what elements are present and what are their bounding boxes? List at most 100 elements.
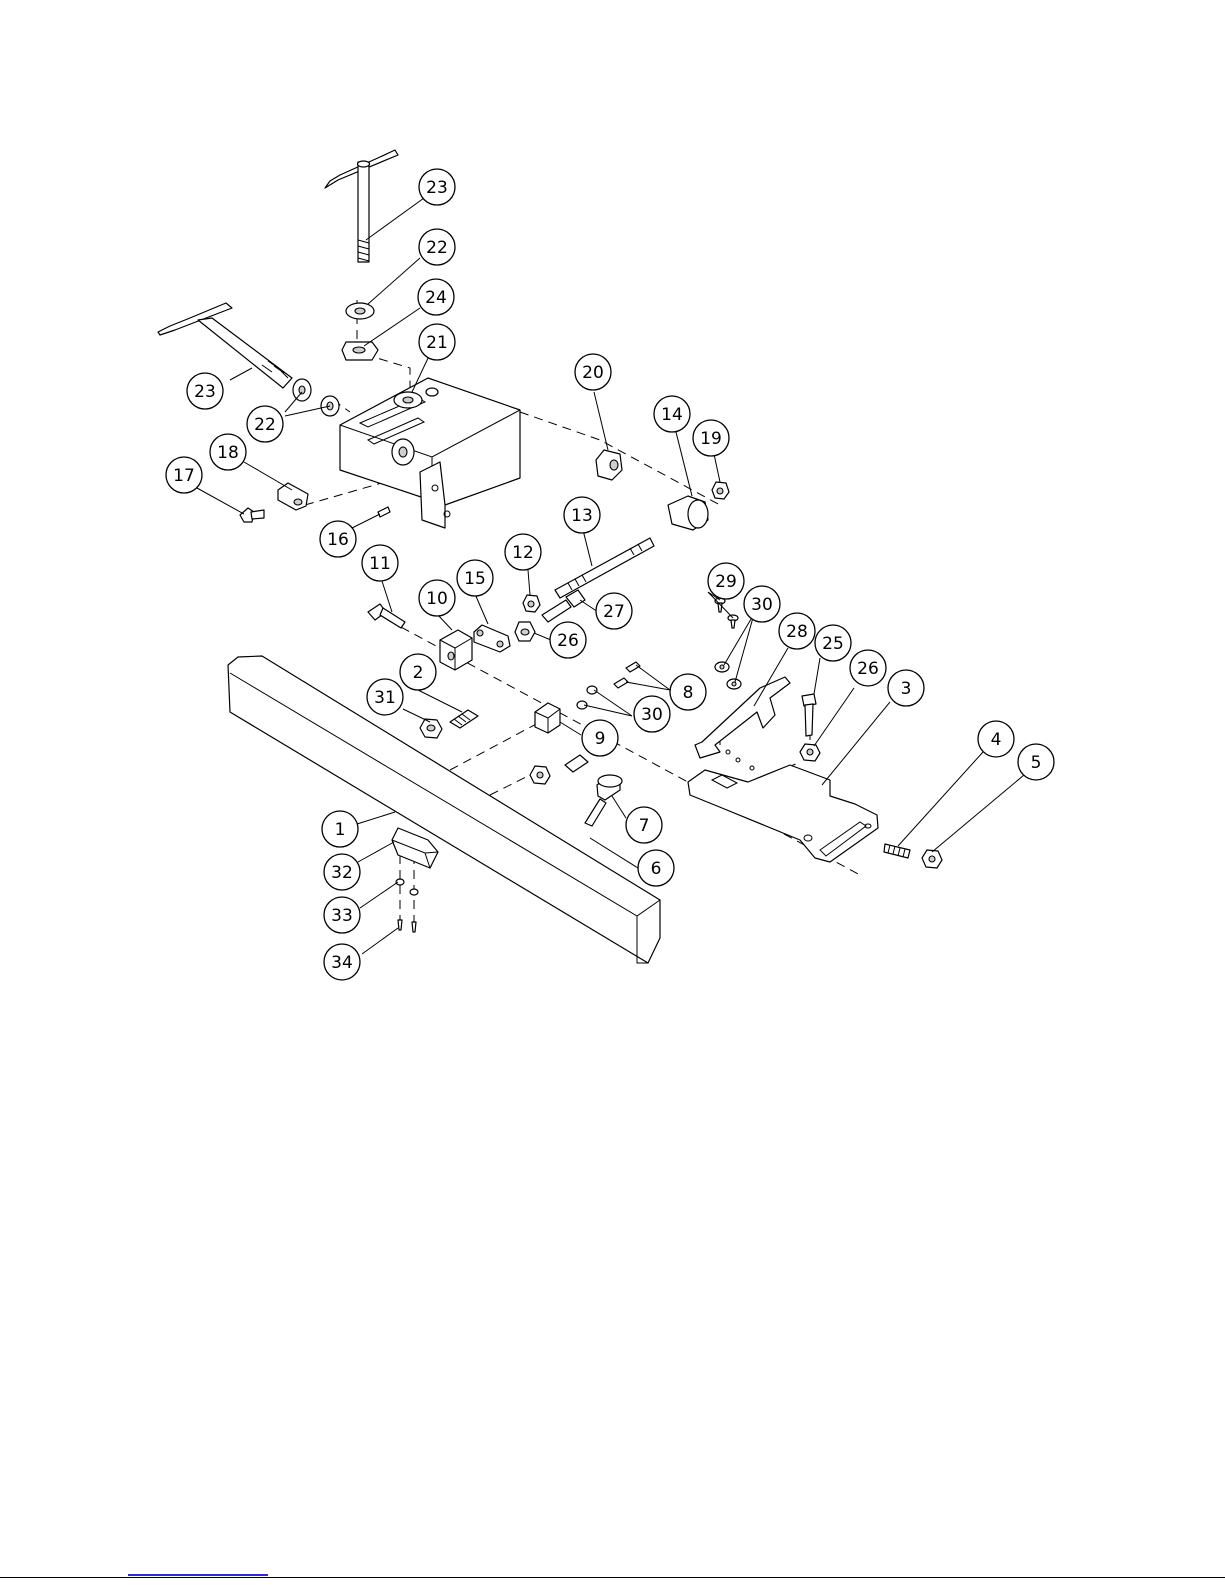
svg-text:30: 30 [751, 595, 773, 615]
callout-31: 31 [367, 679, 403, 715]
svg-text:34: 34 [331, 953, 353, 973]
link-plate-18 [278, 483, 308, 510]
callout-32: 32 [324, 854, 360, 890]
callout-10: 10 [419, 580, 455, 616]
footer-rule [0, 1577, 1225, 1578]
bushing-20 [596, 450, 622, 480]
nut-12 [523, 595, 540, 612]
svg-text:20: 20 [582, 363, 604, 383]
adjustment-rod-13 [555, 538, 654, 598]
svg-text:16: 16 [327, 530, 349, 550]
block-10 [440, 630, 472, 670]
svg-text:2: 2 [413, 663, 424, 683]
svg-text:27: 27 [603, 602, 625, 622]
svg-text:21: 21 [426, 333, 448, 353]
fence-housing-block [340, 378, 520, 528]
callout-8: 8 [670, 674, 706, 710]
callout-balloons: 23 22 24 21 23 22 20 14 [166, 169, 1054, 980]
callout-20: 20 [575, 354, 611, 390]
callout-21: 21 [419, 324, 455, 360]
callout-6: 6 [638, 850, 674, 886]
callout-1: 1 [322, 811, 358, 847]
callout-33: 33 [324, 897, 360, 933]
screw-17 [240, 508, 264, 522]
callout-23-left: 23 [187, 373, 223, 409]
nut-31 [420, 719, 442, 738]
svg-text:10: 10 [426, 589, 448, 609]
callout-17: 17 [166, 457, 202, 493]
svg-text:8: 8 [683, 683, 694, 703]
callout-5: 5 [1018, 744, 1054, 780]
slotted-nut-top [342, 342, 378, 360]
set-screw-16 [378, 507, 390, 517]
bolt-25 [802, 694, 816, 736]
nut-26-middle [515, 622, 535, 641]
svg-text:5: 5 [1031, 753, 1042, 773]
bolt-11 [368, 604, 405, 628]
svg-text:22: 22 [426, 238, 448, 258]
callout-23-top: 23 [419, 169, 455, 205]
svg-text:23: 23 [194, 382, 216, 402]
callout-22-left: 22 [247, 406, 283, 442]
callout-14: 14 [654, 396, 690, 432]
svg-text:3: 3 [901, 679, 912, 699]
callout-2: 2 [400, 654, 436, 690]
callout-24: 24 [418, 279, 454, 315]
callout-27: 27 [596, 593, 632, 629]
svg-text:11: 11 [369, 554, 391, 574]
washer-top [346, 303, 374, 319]
svg-text:28: 28 [786, 622, 808, 642]
svg-text:33: 33 [331, 906, 353, 926]
callout-18: 18 [210, 434, 246, 470]
svg-text:24: 24 [425, 288, 447, 308]
leader-lines [197, 198, 1024, 954]
callout-22-top: 22 [419, 229, 455, 265]
bracket-28 [695, 677, 790, 762]
svg-text:9: 9 [595, 729, 606, 749]
callout-13: 13 [564, 497, 600, 533]
callout-19: 19 [693, 420, 729, 456]
nut-5 [922, 850, 942, 868]
callout-3: 3 [888, 670, 924, 706]
callout-16: 16 [320, 521, 356, 557]
svg-text:26: 26 [857, 659, 879, 679]
mounting-plate-3 [688, 765, 878, 862]
threaded-stud-4 [884, 844, 910, 858]
callout-30-middle: 30 [634, 696, 670, 732]
svg-text:25: 25 [822, 634, 844, 654]
link-plate-15 [474, 625, 510, 652]
callout-15: 15 [457, 560, 493, 596]
t-handle-screw-horizontal [158, 303, 292, 388]
stud-2 [450, 710, 478, 728]
svg-text:4: 4 [991, 730, 1002, 750]
nut-26-right [800, 744, 820, 761]
callout-34: 34 [324, 944, 360, 980]
callout-29: 29 [708, 563, 744, 599]
svg-text:6: 6 [651, 859, 662, 879]
svg-text:7: 7 [639, 816, 650, 836]
svg-text:18: 18 [217, 443, 239, 463]
callout-11: 11 [362, 545, 398, 581]
handle-lever-6 [585, 799, 606, 826]
screws-34 [398, 920, 416, 932]
knob-14 [668, 496, 708, 530]
svg-text:12: 12 [512, 543, 534, 563]
callout-9: 9 [582, 720, 618, 756]
svg-text:22: 22 [254, 415, 276, 435]
nut-19 [712, 482, 729, 499]
guide-block-32 [392, 828, 438, 868]
svg-text:23: 23 [426, 178, 448, 198]
washer-pair-left [293, 379, 339, 416]
callout-12: 12 [505, 534, 541, 570]
block-9 [535, 703, 560, 733]
callout-7: 7 [626, 807, 662, 843]
svg-text:17: 17 [173, 466, 195, 486]
t-handle-screw-vertical [325, 150, 398, 262]
nut-lower [530, 766, 550, 784]
callout-4: 4 [978, 721, 1014, 757]
callout-30-right: 30 [744, 586, 780, 622]
svg-text:30: 30 [641, 705, 663, 725]
washers-33 [396, 879, 418, 895]
footer-link-underline[interactable] [128, 1574, 268, 1576]
